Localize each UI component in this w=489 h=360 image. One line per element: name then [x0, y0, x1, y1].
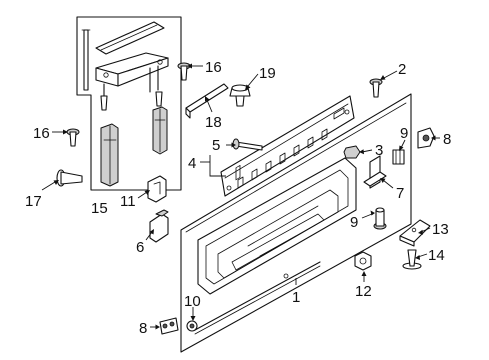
callout-13: 13 [432, 221, 449, 238]
callout-16-upper: 16 [205, 59, 222, 76]
callout-7: 7 [396, 185, 404, 202]
callout-14: 14 [428, 247, 445, 264]
callout-19: 19 [259, 65, 276, 82]
part-2-screw [369, 78, 383, 98]
part-10-cable-end [186, 320, 198, 332]
part-15-components [81, 21, 169, 187]
part-19-clip [229, 84, 251, 107]
callout-4: 4 [188, 155, 196, 172]
callout-18: 18 [205, 114, 222, 131]
part-8-pivot-right [417, 127, 435, 149]
callout-16-left: 16 [33, 125, 50, 142]
callout-17: 17 [25, 193, 42, 210]
callout-6: 6 [136, 239, 144, 256]
callout-12: 12 [355, 283, 372, 300]
callout-8-bottom: 8 [139, 320, 147, 337]
part-11-clip [147, 175, 167, 203]
callout-10: 10 [184, 293, 201, 310]
callout-15: 15 [91, 200, 108, 217]
callout-11: 11 [120, 193, 136, 210]
callout-labels: 1 2 3 4 5 6 7 8 8 9 9 10 11 12 13 14 15 … [25, 59, 451, 337]
callout-3: 3 [375, 142, 383, 159]
part-13-bracket [399, 219, 431, 247]
bracket-slots [237, 107, 345, 189]
part-5-bolt [232, 138, 263, 151]
part-9-stud-lower [373, 207, 387, 230]
callout-9-lower: 9 [350, 214, 358, 231]
part-9-stud-upper [392, 149, 405, 165]
part-3-nut [343, 145, 361, 159]
part-16-screw-left [66, 128, 80, 147]
callout-8-right: 8 [443, 131, 451, 148]
part-14-push-pin [402, 249, 422, 270]
part-6-bumper [149, 209, 169, 243]
leader-lines [41, 63, 440, 330]
callout-9-upper: 9 [400, 125, 408, 142]
part-17-pin [56, 169, 83, 187]
part-15-group-outline [76, 16, 182, 191]
part-8-pivot-bottom [159, 317, 179, 335]
callout-1: 1 [292, 289, 300, 306]
part-12-nut [354, 251, 372, 271]
part-7-bracket [363, 155, 387, 189]
callout-5: 5 [212, 137, 220, 154]
callout-2: 2 [398, 61, 406, 78]
part-4-upper-bracket [220, 95, 355, 197]
